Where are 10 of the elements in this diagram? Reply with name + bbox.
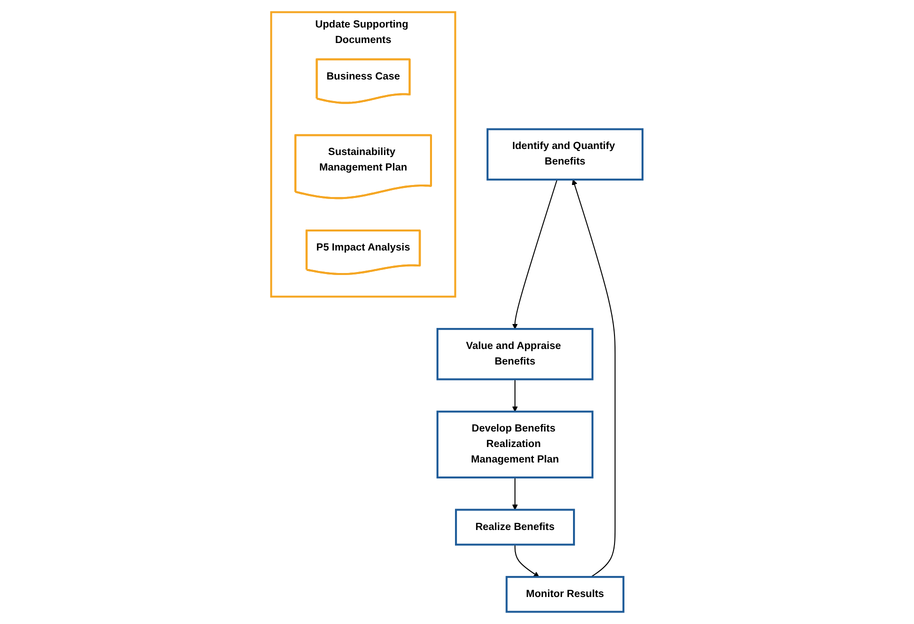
node-box: Develop Benefits Realization Management Plan — [436, 410, 594, 478]
node-box: Realize Benefits — [455, 508, 576, 546]
arrow — [512, 179, 558, 330]
node-box: Value and Appraise Benefits — [436, 328, 594, 380]
arrow — [572, 179, 616, 578]
arrow — [514, 544, 540, 578]
arrow — [512, 477, 518, 510]
arrow — [512, 378, 518, 412]
node-box: Identify and Quantify Benefits — [486, 128, 644, 181]
node-box: Monitor Results — [506, 576, 625, 613]
